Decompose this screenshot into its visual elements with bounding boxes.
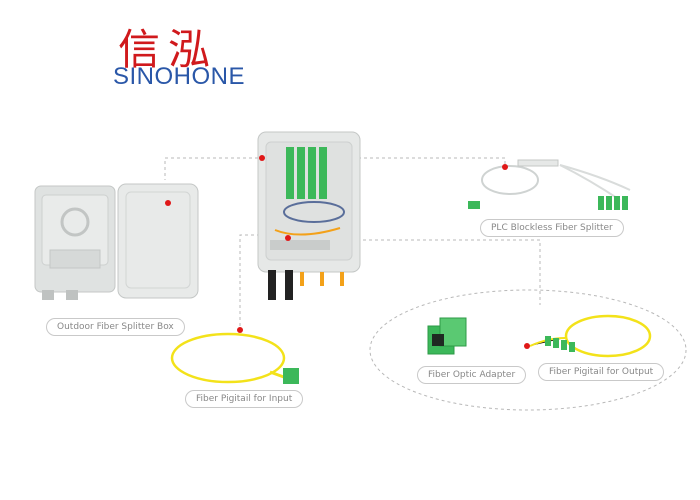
line-to-plc-splitter bbox=[358, 157, 506, 165]
main-splitter-box-image bbox=[257, 131, 361, 300]
adapter-image bbox=[427, 317, 467, 355]
line-to-input-pigtail bbox=[239, 234, 290, 330]
label-adapter: Fiber Optic Adapter bbox=[417, 366, 527, 384]
logo-chinese-text: 信泓 bbox=[118, 25, 219, 74]
logo-english-text: SINOHONE bbox=[113, 63, 246, 90]
label-input-pigtail: Fiber Pigitail for Input bbox=[185, 390, 304, 408]
label-plc-splitter: PLC Blockless Fiber Splitter bbox=[480, 219, 624, 237]
label-output-pigtail: Fiber Pigitail for Output bbox=[538, 363, 665, 381]
connector-lines bbox=[164, 157, 687, 411]
line-to-output-group bbox=[285, 239, 541, 305]
output-group-ellipse bbox=[369, 289, 687, 411]
output-pigtail-image bbox=[524, 314, 652, 358]
splitter-box-image bbox=[34, 183, 199, 300]
label-outdoor-splitter-box: Outdoor Fiber Splitter Box bbox=[46, 318, 185, 336]
line-to-splitter-box bbox=[164, 157, 258, 180]
plc-splitter-image bbox=[468, 159, 631, 210]
input-pigtail-image bbox=[170, 327, 299, 384]
